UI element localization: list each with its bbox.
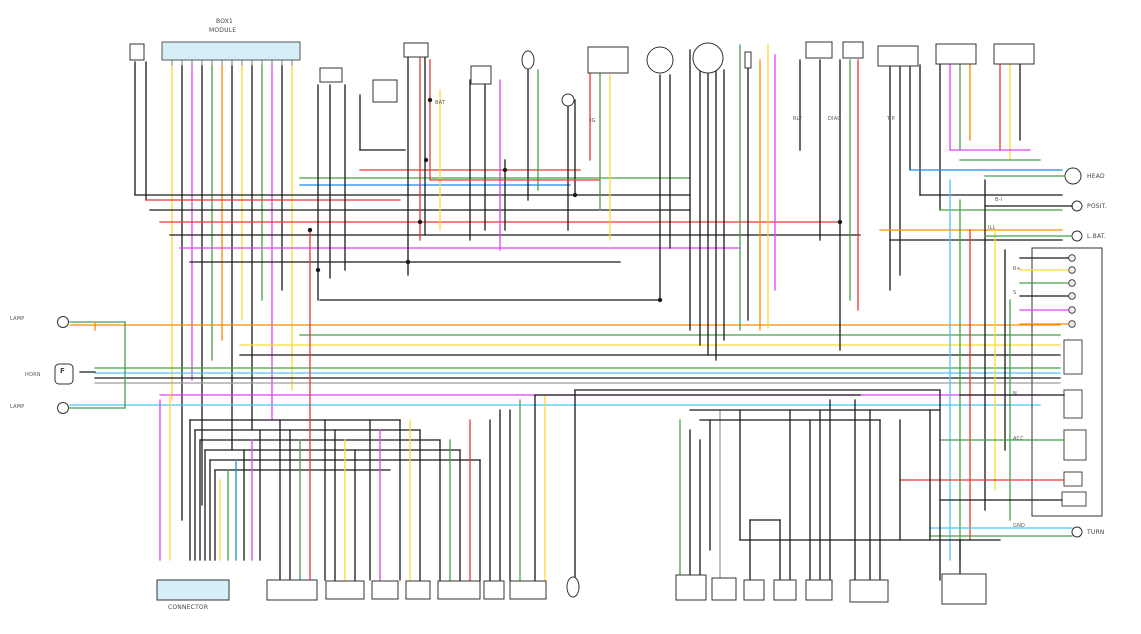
bottom-connector-label: CONNECTOR xyxy=(168,604,209,611)
wire-tag-4: B-I xyxy=(995,197,1003,203)
wire-tag-7: N xyxy=(1013,391,1017,397)
right-risers xyxy=(949,179,1011,561)
right-panel-contents xyxy=(1061,254,1087,507)
lower-right-wiring xyxy=(679,389,1001,581)
wire-tag-8: ACC xyxy=(1013,436,1024,442)
bottom-connectors xyxy=(156,573,987,605)
left-device-feed xyxy=(69,321,126,409)
left-f-symbol: F xyxy=(60,367,65,375)
left-margin-wires xyxy=(134,61,691,201)
right-lamp-3-label: L.BAT. xyxy=(1087,233,1107,240)
upper-right-wires xyxy=(799,59,1063,351)
wire-tag-12: BAT xyxy=(435,100,446,106)
meter-wires xyxy=(659,44,776,361)
lower-left-wiring xyxy=(159,229,941,581)
right-lamp-2-label: POSIT. xyxy=(1087,203,1107,210)
center-component-wires xyxy=(317,54,611,301)
right-bottom-lamp-label: TURN xyxy=(1087,529,1105,536)
wire-tag-1: DIAG xyxy=(828,116,842,122)
left-f-label: HORN xyxy=(25,372,41,378)
wire-tag-2: T.P. xyxy=(887,116,896,122)
wire-tag-3: RLY xyxy=(793,116,803,122)
right-panel xyxy=(1031,247,1103,517)
top-components xyxy=(129,41,1035,107)
top-left-connector xyxy=(161,41,301,61)
right-lamp-feed xyxy=(929,175,1073,537)
splice-dots xyxy=(307,97,843,303)
right-lamps xyxy=(1064,167,1083,538)
wire-tag-11: IG xyxy=(590,118,596,124)
wire-tag-5: R+ xyxy=(1013,266,1022,272)
top-connector-label-1: BOX1 xyxy=(216,18,234,25)
long-horizontal-buses xyxy=(69,324,1061,406)
wire-tag-9: ILL xyxy=(988,225,996,231)
left-devices xyxy=(54,316,74,414)
wire-tag-6: S xyxy=(1013,290,1017,296)
top-left-connector-pins xyxy=(171,59,293,67)
wire-tag-10: GND xyxy=(1013,523,1026,529)
left-lamp-top-label: LAMP xyxy=(10,316,25,322)
right-lamp-1-label: HEAD xyxy=(1087,173,1105,180)
top-connector-label-2: MODULE xyxy=(209,27,237,34)
left-lamp-bottom-label: LAMP xyxy=(10,404,25,410)
right-panel-feed xyxy=(899,257,1069,501)
